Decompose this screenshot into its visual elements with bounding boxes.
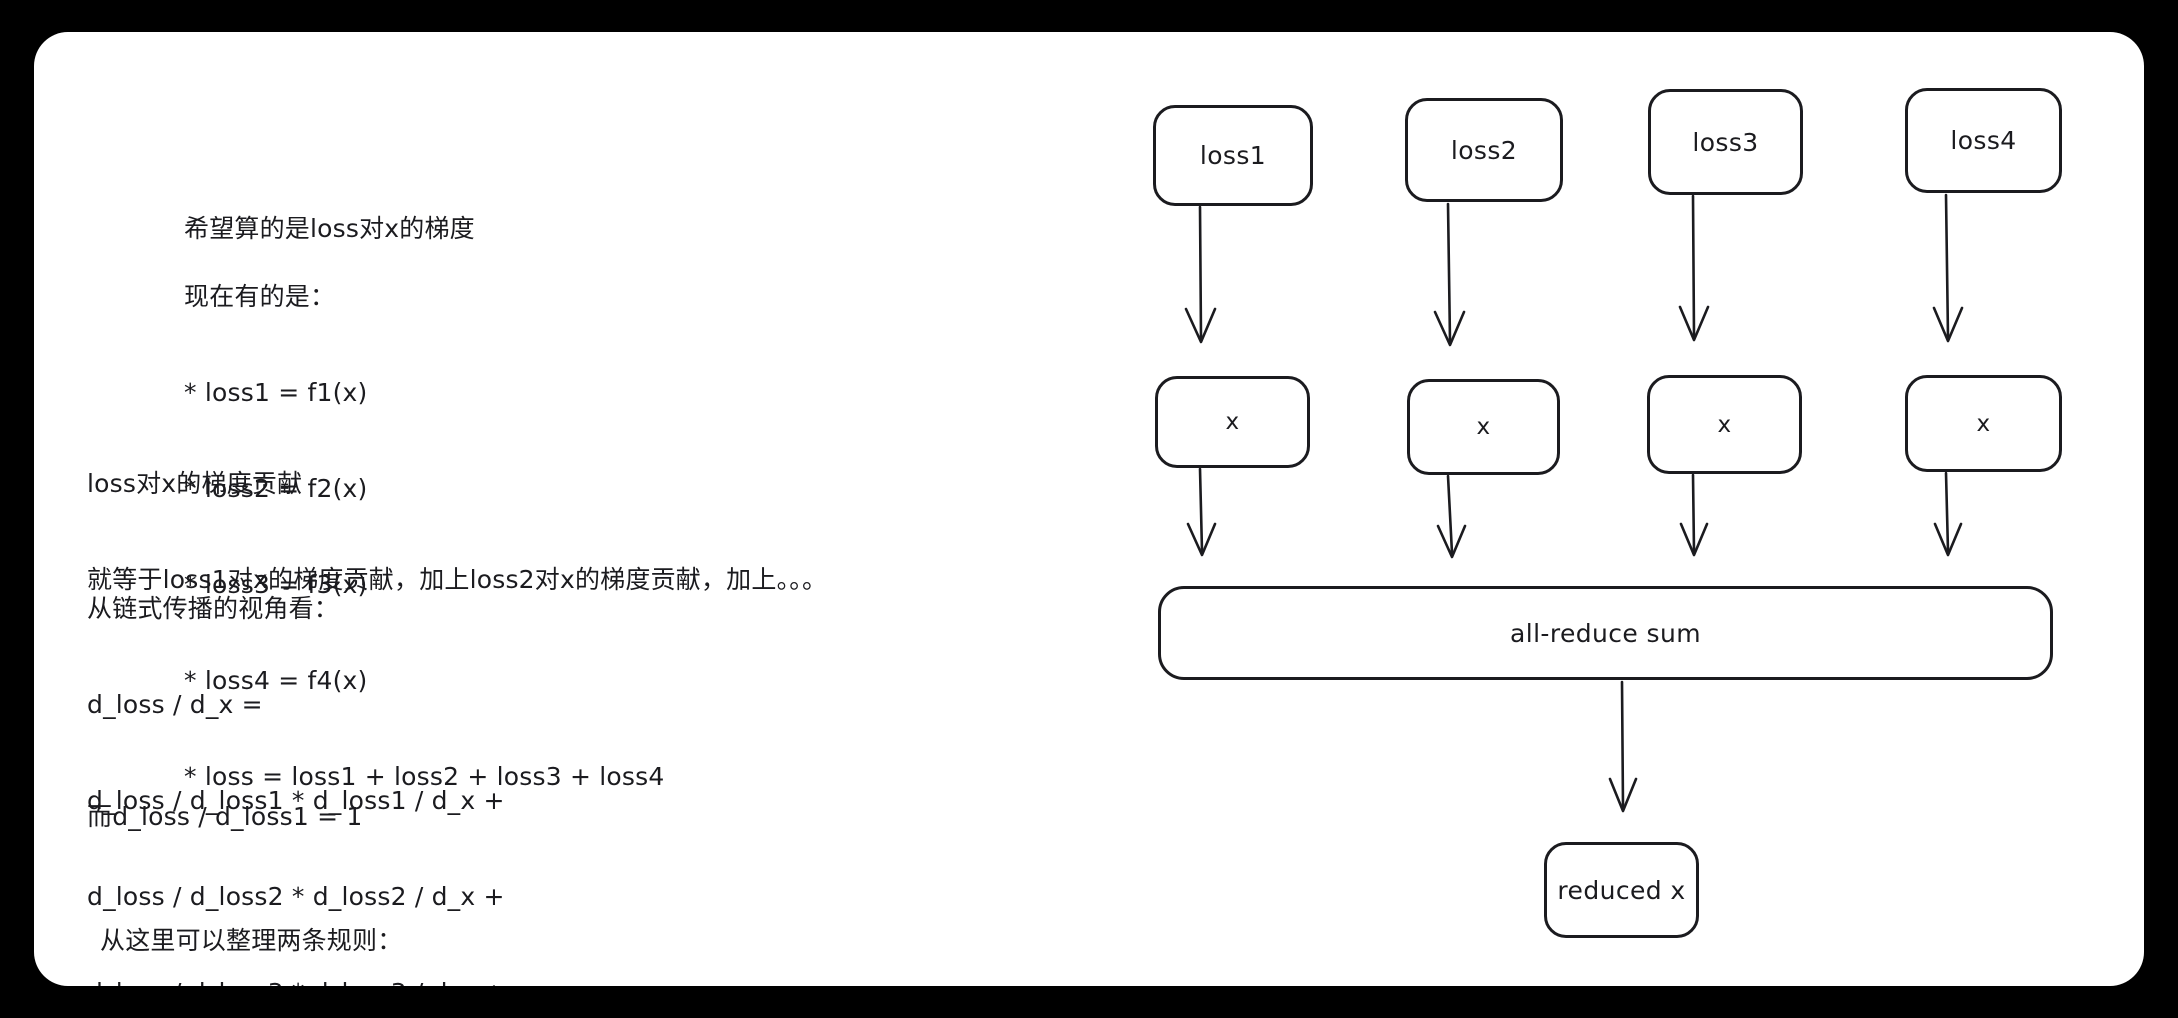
note-identity-line: 而d_loss / d_loss1 = 1 — [87, 802, 363, 831]
arrow-x3-to-allreduce-head — [1679, 522, 1709, 557]
note-identity: 而d_loss / d_loss1 = 1 — [87, 737, 363, 897]
note-chain-line-0: 从链式传播的视角看： — [87, 594, 340, 623]
arrow-loss2-to-x2-head — [1433, 310, 1466, 347]
note-contribution: loss对x的梯度贡献 就等于loss1对x的梯度贡献，加上loss2对x的梯度… — [87, 404, 827, 660]
node-grad-x-3[interactable]: x — [1647, 375, 1802, 474]
arrow-x1-to-allreduce — [1198, 467, 1204, 553]
node-grad-x-4-label: x — [1976, 410, 1991, 437]
node-loss4-label: loss4 — [1950, 126, 2017, 155]
arrow-loss1-to-x1 — [1198, 205, 1203, 340]
note-given-line-3: * loss3 = f3(x) — [184, 570, 368, 599]
arrow-allreduce-to-reduced-head — [1608, 777, 1638, 813]
note-given-line-2: * loss2 = f2(x) — [184, 474, 368, 503]
arrow-x1-to-allreduce-head — [1186, 522, 1217, 557]
arrow-loss4-to-x4 — [1944, 193, 1950, 339]
node-grad-x-2[interactable]: x — [1407, 379, 1560, 475]
note-goal: 希望算的是loss对x的梯度 — [184, 149, 475, 309]
note-given-line-5: * loss = loss1 + loss2 + loss3 + loss4 — [184, 762, 665, 791]
arrow-x3-to-allreduce — [1691, 473, 1696, 553]
node-grad-x-2-label: x — [1476, 414, 1491, 440]
note-chain-line-1: d_loss / d_x = — [87, 690, 263, 719]
arrow-loss3-to-x3-head — [1678, 305, 1710, 342]
drawing-canvas[interactable]: 希望算的是loss对x的梯度 现在有的是： * loss1 = f1(x) * … — [34, 32, 2144, 986]
note-given-line-1: * loss1 = f1(x) — [184, 378, 368, 407]
node-grad-x-3-label: x — [1717, 411, 1732, 438]
arrow-x4-to-allreduce — [1944, 471, 1950, 553]
node-reduced-x-label: reduced x — [1557, 875, 1686, 905]
arrow-loss3-to-x3 — [1691, 194, 1696, 338]
note-given-line-4: * loss4 = f4(x) — [184, 666, 368, 695]
node-grad-x-1-label: x — [1225, 409, 1240, 435]
node-loss2-label: loss2 — [1450, 135, 1518, 165]
arrow-x4-to-allreduce-head — [1933, 522, 1963, 557]
note-rules-line-0: 从这里可以整理两条规则： — [100, 926, 403, 955]
note-contribution-line-1: 就等于loss1对x的梯度贡献，加上loss2对x的梯度贡献，加上。。。 — [87, 565, 828, 594]
node-loss2[interactable]: loss2 — [1405, 98, 1563, 202]
node-all-reduce-sum-label: all-reduce sum — [1510, 618, 1701, 648]
note-given: 现在有的是： * loss1 = f1(x) * loss2 = f2(x) *… — [89, 217, 665, 857]
arrow-loss1-to-x1-head — [1184, 307, 1217, 344]
node-grad-x-1[interactable]: x — [1155, 376, 1310, 468]
note-rules: 从这里可以整理两条规则： * 对loss的放缩，等价于先backward，再放缩… — [100, 861, 946, 986]
node-loss1-label: loss1 — [1199, 141, 1267, 170]
note-chain-line-4: d_loss / d_loss3 * d_loss3 / d_x + — [87, 977, 505, 986]
arrow-allreduce-to-reduced — [1620, 680, 1625, 809]
arrow-x2-to-allreduce-head — [1436, 524, 1467, 559]
note-chain-line-2: d_loss / d_loss1 * d_loss1 / d_x + — [87, 786, 505, 815]
node-loss1[interactable]: loss1 — [1153, 105, 1313, 206]
node-all-reduce-sum[interactable]: all-reduce sum — [1158, 586, 2053, 680]
node-grad-x-4[interactable]: x — [1905, 375, 2062, 472]
note-chain-line-3: d_loss / d_loss2 * d_loss2 / d_x + — [87, 882, 505, 911]
arrow-loss2-to-x2 — [1446, 202, 1452, 343]
note-given-line-0: 现在有的是： — [184, 282, 336, 311]
node-loss3[interactable]: loss3 — [1648, 89, 1803, 195]
note-chain-rule: 从链式传播的视角看： d_loss / d_x = d_loss / d_los… — [87, 529, 505, 986]
node-loss4[interactable]: loss4 — [1905, 88, 2062, 193]
arrow-x2-to-allreduce — [1446, 474, 1454, 555]
node-reduced-x[interactable]: reduced x — [1544, 842, 1699, 938]
arrow-loss4-to-x4-head — [1932, 306, 1964, 343]
node-loss3-label: loss3 — [1692, 127, 1759, 157]
note-goal-line: 希望算的是loss对x的梯度 — [184, 214, 475, 243]
note-contribution-line-0: loss对x的梯度贡献 — [87, 469, 303, 498]
